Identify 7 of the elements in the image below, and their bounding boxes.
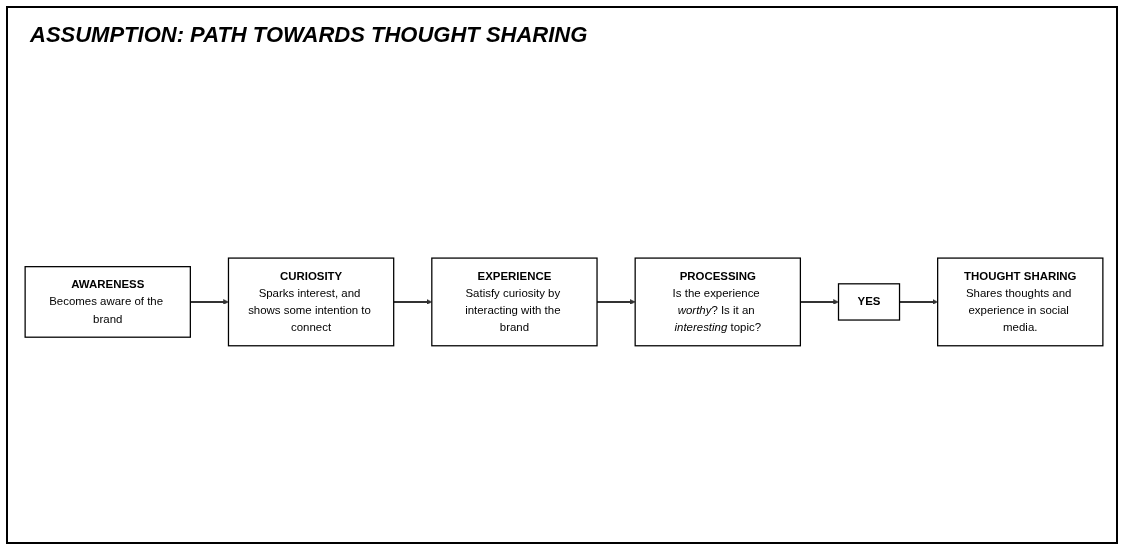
node-box: YES	[837, 283, 901, 321]
node-box: THOUGHT SHARING Shares thoughts and experience in social media.	[937, 257, 1104, 347]
node-box: EXPERIENCE Satisfy curiosity by interacting with the brand	[431, 257, 598, 347]
node-box: CURIOSITY Sparks interest, and shows some intention to connect	[227, 257, 395, 347]
node-box: AWARENESS Becomes aware of the brand	[24, 266, 191, 338]
node-box: PROCESSING Is the experience worthy? Is it an interesting topic?	[634, 257, 801, 347]
diagram-title: ASSUMPTION: PATH TOWARDS THOUGHT SHARING	[30, 22, 588, 48]
